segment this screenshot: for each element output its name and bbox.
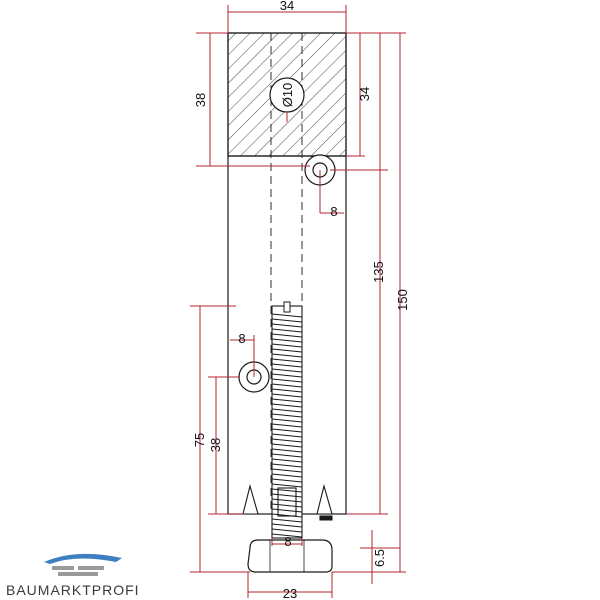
dim-upper-hole-offset: 8 xyxy=(330,204,337,219)
dim-top-width: 34 xyxy=(280,0,294,13)
hole-dia-label: Ø10 xyxy=(280,83,295,108)
dim-height-38-lower: 38 xyxy=(208,438,223,452)
dimension-lines xyxy=(190,5,406,598)
baumarktprofi-logo xyxy=(44,553,122,576)
dim-inner-height-right: 34 xyxy=(357,87,372,101)
dim-height-150: 150 xyxy=(395,289,410,311)
dim-lower-hole-offset: 8 xyxy=(238,331,245,346)
logo-roof-icon xyxy=(44,553,122,564)
dim-block-height-left: 38 xyxy=(193,93,208,107)
dim-foot-offset: 8 xyxy=(284,534,291,549)
threaded-rod xyxy=(271,301,303,539)
dim-foot-thickness: 6.5 xyxy=(372,549,387,567)
clamp-fingers xyxy=(242,483,333,521)
dim-foot-width: 23 xyxy=(283,586,297,600)
logo-text: BAUMARKTPROFI xyxy=(6,582,140,598)
top-hole: Ø10 xyxy=(269,77,305,122)
dim-height-75: 75 xyxy=(192,433,207,447)
adjustable-foot xyxy=(247,539,333,573)
dim-height-135: 135 xyxy=(371,261,386,283)
